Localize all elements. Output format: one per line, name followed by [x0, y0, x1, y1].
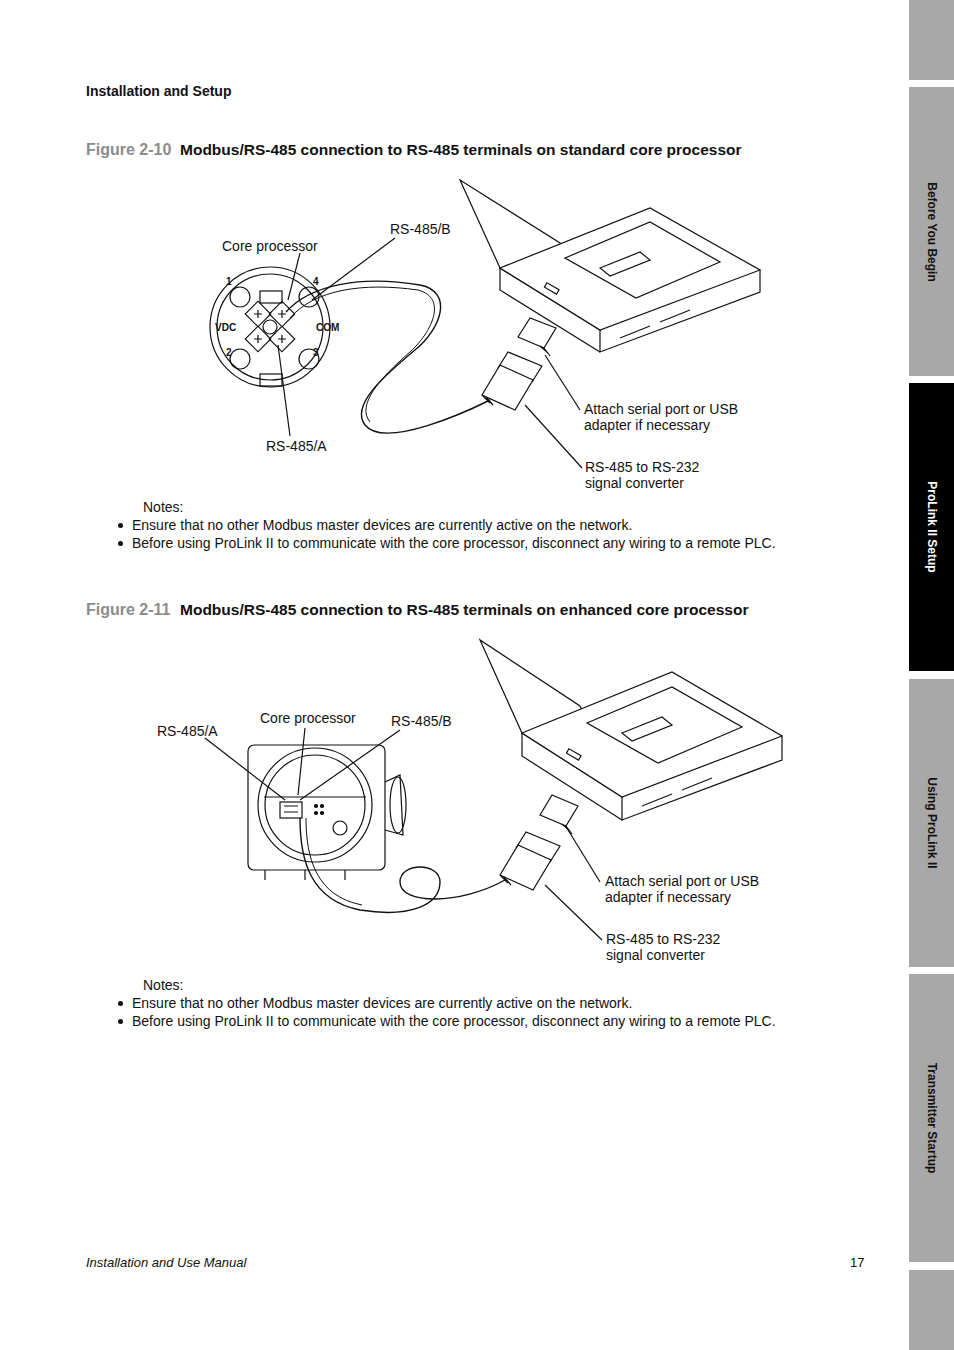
signal-name: RS-485/A: [157, 723, 218, 739]
page-number: 17: [850, 1255, 864, 1270]
signal-converter: [500, 832, 560, 890]
bullet: [118, 541, 123, 546]
signal-name: RS-485/A: [266, 438, 327, 454]
laptop: [460, 180, 760, 352]
terminal-number: 2: [226, 347, 232, 359]
bullet: [118, 1019, 123, 1024]
callout-label: Attach serial port or USB adapter if nec…: [584, 401, 764, 433]
core-processor: [248, 745, 406, 880]
notes-heading: Notes:: [143, 977, 183, 993]
callout-label: Attach serial port or USB adapter if nec…: [605, 873, 785, 905]
signal-converter: [482, 352, 542, 410]
figure-title: Modbus/RS-485 connection to RS-485 termi…: [180, 141, 742, 159]
core-processor: [210, 267, 330, 387]
callout-label: Core processor: [260, 710, 356, 726]
callout-label: RS-485 to RS-232 signal converter: [606, 931, 746, 963]
terminal-number: 1: [226, 276, 232, 288]
note-text: Before using ProLink II to communicate w…: [132, 1013, 776, 1029]
callout-label: Core processor: [222, 238, 318, 254]
laptop: [480, 640, 782, 820]
section-tab: ProLink II Setup: [909, 383, 954, 671]
notes-heading: Notes:: [143, 499, 183, 515]
callout-label: RS-485 to RS-232 signal converter: [585, 459, 725, 491]
terminal-marking: VDC: [215, 322, 236, 334]
note-text: Before using ProLink II to communicate w…: [132, 535, 776, 551]
terminal-marking: COM: [316, 322, 339, 334]
bullet: [118, 1001, 123, 1006]
note-text: Ensure that no other Modbus master devic…: [132, 517, 632, 533]
figure-number: Figure 2-10: [86, 141, 171, 159]
note-text: Ensure that no other Modbus master devic…: [132, 995, 632, 1011]
tab-label: Using ProLink II: [925, 777, 939, 868]
tab-label: ProLink II Setup: [925, 481, 939, 572]
tab-label: Before You Begin: [925, 182, 939, 282]
running-header: Installation and Setup: [86, 83, 231, 99]
tab-label: Transmitter Startup: [925, 1063, 939, 1174]
footer-text: Installation and Use Manual: [86, 1255, 246, 1270]
signal-name: RS-485/B: [391, 713, 452, 729]
section-tab: Transmitter Startup: [909, 974, 954, 1262]
terminal-number: 4: [313, 276, 319, 288]
terminal-number: 3: [313, 347, 319, 359]
section-tab: Before You Begin: [909, 87, 954, 376]
figure-number: Figure 2-11: [86, 601, 170, 619]
section-tab: Using ProLink II: [909, 679, 954, 967]
bullet: [118, 523, 123, 528]
figure-title: Modbus/RS-485 connection to RS-485 termi…: [180, 601, 748, 619]
signal-name: RS-485/B: [390, 221, 451, 237]
